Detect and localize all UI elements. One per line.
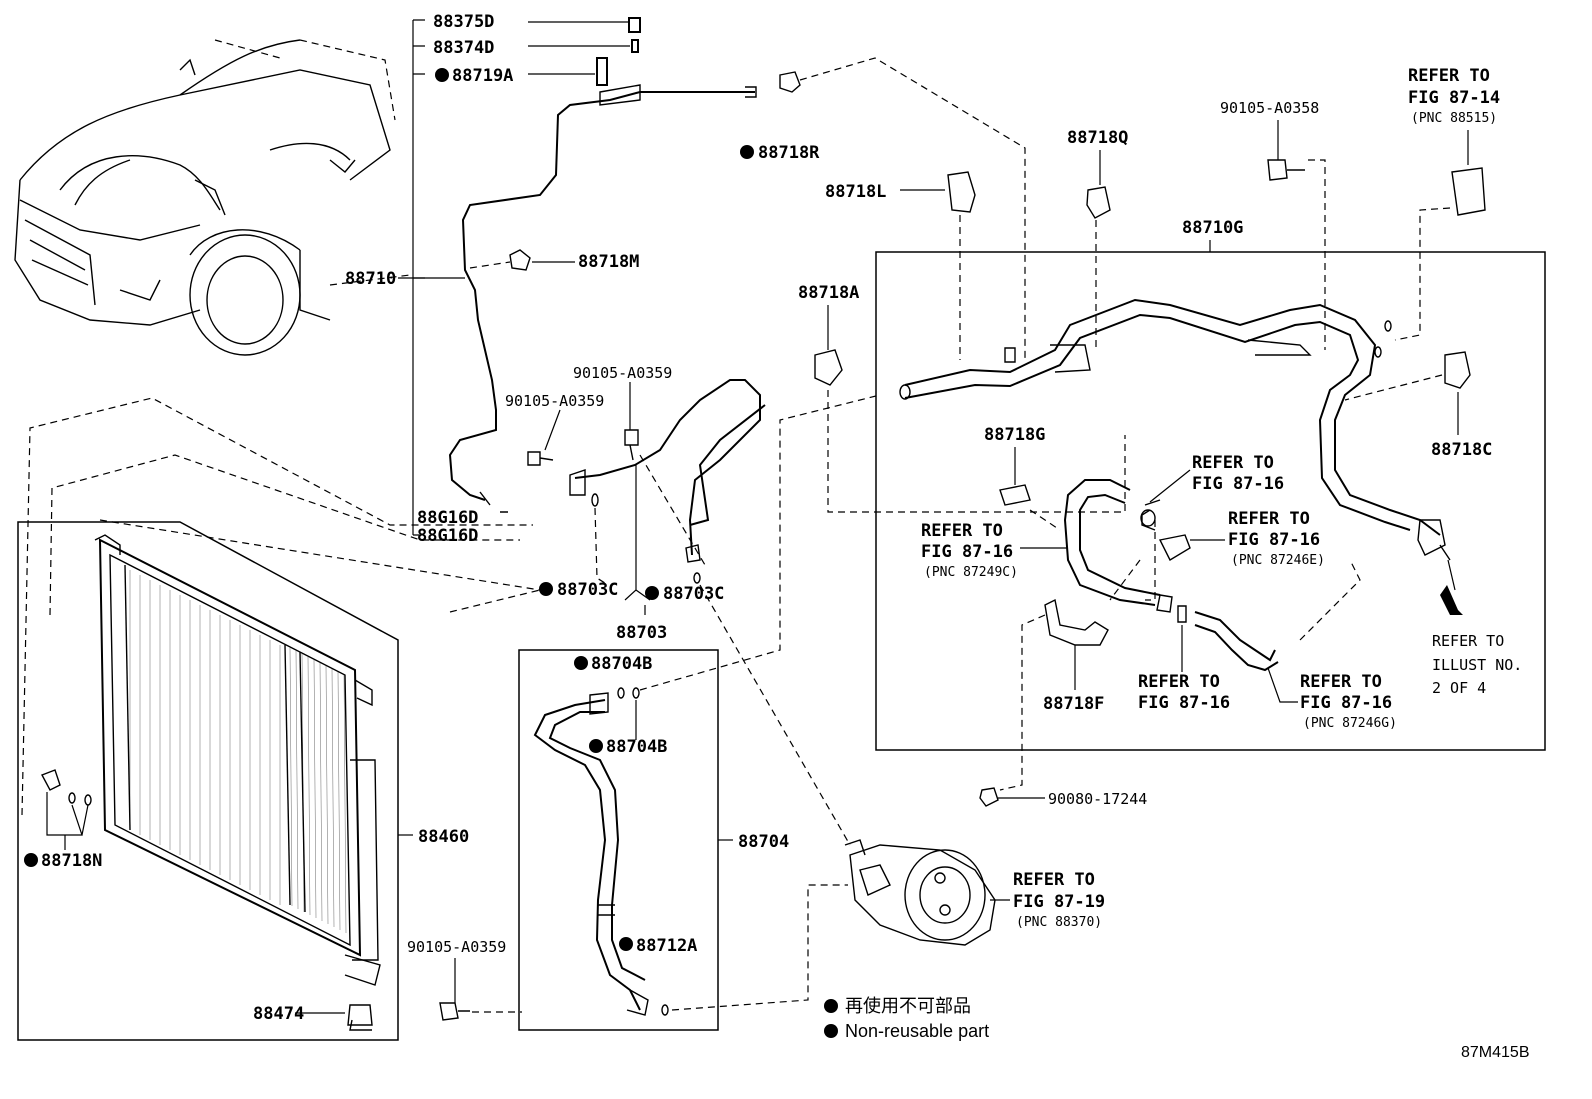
- ref-87-16b-line2: FIG 87-16: [1228, 530, 1320, 550]
- ref-87-16c-line1: REFER TO: [921, 521, 1003, 541]
- ref-87-19-line3: (PNC 88370): [1016, 915, 1102, 930]
- label-88718N: 88718N: [41, 851, 102, 871]
- clip-88718N-icon: [41, 769, 61, 791]
- heater-hose: [1063, 479, 1156, 606]
- label-88718R: 88718R: [758, 143, 820, 163]
- label-88G16D-b: 88G16D: [417, 526, 478, 546]
- label-88704B-b: 88704B: [606, 737, 667, 757]
- cap-icon: [628, 17, 641, 33]
- clip-88718C-icon: [1444, 351, 1471, 389]
- label-88718Q: 88718Q: [1067, 128, 1128, 148]
- ref-87-16e-line2: FIG 87-16: [1300, 693, 1392, 713]
- ref-87-16b-line1: REFER TO: [1228, 509, 1310, 529]
- ref-87-16e-line1: REFER TO: [1300, 672, 1382, 692]
- label-88703C-b: 88703C: [663, 584, 724, 604]
- label-88718A: 88718A: [798, 283, 859, 303]
- label-88704: 88704: [738, 832, 789, 852]
- legend-dot: [824, 1024, 838, 1038]
- bolt-icon: [439, 1002, 470, 1021]
- label-90105-A0359-a: 90105-A0359: [573, 364, 672, 382]
- label-88712A: 88712A: [636, 936, 697, 956]
- label-88710: 88710: [345, 269, 396, 289]
- arrow-icon: [1440, 585, 1463, 615]
- label-90080-17244: 90080-17244: [1048, 790, 1147, 808]
- label-88G16D-a: 88G16D: [417, 508, 478, 528]
- switch-icon: [596, 57, 608, 86]
- ref-87-19-line1: REFER TO: [1013, 870, 1095, 890]
- ref-87-14-line1: REFER TO: [1408, 66, 1490, 86]
- label-90105-A0358: 90105-A0358: [1220, 99, 1319, 117]
- bracket-88718F-icon: [1044, 598, 1109, 646]
- hose-88703: [574, 379, 761, 556]
- clip-88718R-icon: [779, 71, 801, 93]
- label-90105-A0359-b: 90105-A0359: [505, 392, 604, 410]
- ref-87-16c-line3: (PNC 87249C): [924, 565, 1018, 580]
- label-88719A: 88719A: [452, 66, 513, 86]
- bolt-icon: [624, 429, 639, 461]
- legend-en: Non-reusable part: [845, 1021, 989, 1041]
- ref-87-16a-line2: FIG 87-16: [1192, 474, 1284, 494]
- legend-dot: [824, 999, 838, 1013]
- nut-icon: [979, 787, 999, 807]
- pipe-88710: [448, 91, 755, 501]
- ref-87-16d-line2: FIG 87-16: [1138, 693, 1230, 713]
- cap-88474-icon: [347, 1004, 373, 1031]
- tube-88710G-box: [875, 251, 1546, 751]
- figure-id: 87M415B: [1461, 1044, 1530, 1061]
- ref-87-16c-line2: FIG 87-16: [921, 542, 1013, 562]
- label-88718C: 88718C: [1431, 440, 1492, 460]
- label-88375D: 88375D: [433, 12, 494, 32]
- ref-87-16a-line1: REFER TO: [1192, 453, 1274, 473]
- condenser-box: [17, 521, 399, 1041]
- ref-illust-line2: ILLUST NO.: [1432, 656, 1522, 674]
- label-88474: 88474: [253, 1004, 304, 1024]
- clip-88718Q-icon: [1086, 186, 1111, 219]
- label-88718M: 88718M: [578, 252, 639, 272]
- ref-87-16e-line3: (PNC 87246G): [1303, 716, 1397, 731]
- vehicle-illustration: [14, 39, 391, 356]
- clip-88718M-icon: [509, 249, 531, 271]
- ref-87-16d-line1: REFER TO: [1138, 672, 1220, 692]
- legend-jp: 再使用不可部品: [845, 996, 971, 1016]
- hose-88704: [533, 699, 641, 1011]
- tube-88710G: [904, 298, 1441, 536]
- label-88718L: 88718L: [825, 182, 886, 202]
- label-88703C-a: 88703C: [557, 580, 618, 600]
- compressor-icon: [844, 839, 996, 946]
- label-88704B-a: 88704B: [591, 654, 652, 674]
- label-90105-A0359-c: 90105-A0359: [407, 938, 506, 956]
- clip-88718L-icon: [947, 171, 976, 213]
- ref-illust-line3: 2 OF 4: [1432, 679, 1486, 697]
- label-88710G: 88710G: [1182, 218, 1243, 238]
- bolt-icon: [1267, 159, 1305, 181]
- ref-87-14-line2: FIG 87-14: [1408, 88, 1500, 108]
- ref-87-19-line2: FIG 87-19: [1013, 892, 1105, 912]
- condenser-88460: [94, 534, 381, 986]
- label-88703: 88703: [616, 623, 667, 643]
- ref-87-14-line3: (PNC 88515): [1411, 111, 1497, 126]
- valve-88515-icon: [1451, 167, 1486, 216]
- label-88460: 88460: [418, 827, 469, 847]
- label-88374D: 88374D: [433, 38, 494, 58]
- label-88718G: 88718G: [984, 425, 1045, 445]
- label-88718F: 88718F: [1043, 694, 1104, 714]
- core-icon: [631, 39, 639, 53]
- condenser-core: [129, 570, 347, 934]
- ref-87-16b-line3: (PNC 87246E): [1231, 553, 1325, 568]
- hose-88704-box: [518, 649, 719, 1031]
- ref-illust-line1: REFER TO: [1432, 632, 1504, 650]
- clip-88718G-icon: [999, 484, 1031, 506]
- clip-88718A-icon: [814, 349, 843, 386]
- non-reusable-dot: [435, 68, 449, 82]
- bolt-icon: [527, 451, 554, 466]
